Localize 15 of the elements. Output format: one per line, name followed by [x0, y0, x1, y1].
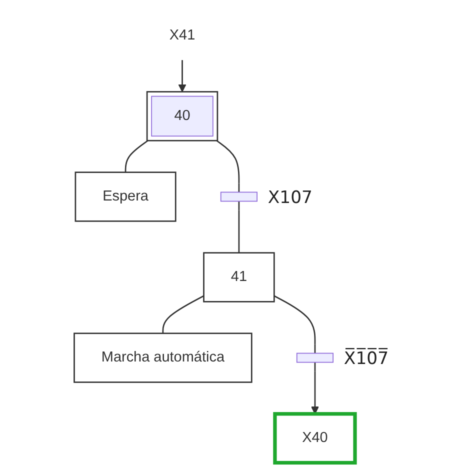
- arrow: [310, 371, 319, 414]
- connector: [273, 295, 316, 344]
- transition-condition: X107: [268, 188, 312, 208]
- node-box: 40: [146, 91, 218, 142]
- arrow: [178, 60, 186, 92]
- connector: [162, 295, 204, 334]
- connector: [238, 210, 240, 253]
- node-text: X41: [168, 28, 195, 43]
- connector: [124, 140, 148, 172]
- node-box: X40: [272, 412, 356, 465]
- connector: [216, 140, 240, 184]
- node-box: 41: [202, 252, 274, 302]
- node-box: Marcha automática: [73, 332, 252, 383]
- node-box: Espera: [74, 172, 176, 222]
- transition-condition: X̅1̅0̅7̅: [344, 349, 388, 370]
